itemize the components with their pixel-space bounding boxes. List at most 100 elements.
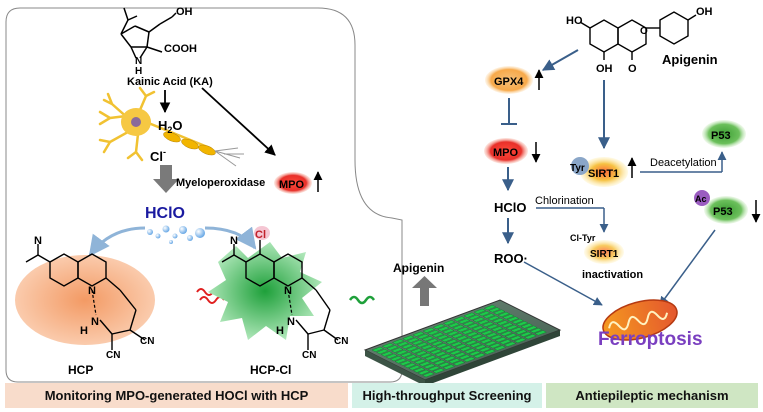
hcpcl-n3: N xyxy=(287,316,295,328)
plate-well xyxy=(473,308,487,314)
plate-well xyxy=(453,352,467,358)
chloride-label: Cl- xyxy=(150,147,166,164)
plate-well xyxy=(408,365,421,371)
plate-well xyxy=(448,358,461,364)
mpo-right-blob xyxy=(484,138,528,164)
plate-well xyxy=(488,307,501,313)
plate-well xyxy=(497,311,511,318)
plate-well xyxy=(495,328,509,334)
plate-well xyxy=(502,314,515,320)
neuron-icon xyxy=(98,86,244,167)
bubbles xyxy=(147,225,205,244)
hclo-left-label: HClO xyxy=(145,205,185,222)
caption-left: Monitoring MPO-generated HOCl with HCP xyxy=(5,383,348,408)
plate-well xyxy=(467,314,481,321)
plate-well xyxy=(427,330,440,336)
plate-well xyxy=(471,325,485,331)
plate-well xyxy=(390,347,404,353)
plate-well xyxy=(503,341,517,347)
ac-label: Ac xyxy=(695,194,707,204)
plate-well xyxy=(454,343,468,350)
plate-well xyxy=(520,323,534,329)
hcp-n2: N xyxy=(88,285,96,297)
hcpcl-label: HCP-Cl xyxy=(250,363,291,377)
plate-well xyxy=(519,331,533,337)
p53-top-blob xyxy=(702,120,746,148)
plate-well xyxy=(510,327,523,333)
plate-well xyxy=(422,327,436,333)
plate-well xyxy=(449,349,462,356)
mitochondrion-icon xyxy=(602,299,678,341)
plate-well xyxy=(524,334,537,340)
plate-well xyxy=(415,342,429,348)
plate-well xyxy=(478,346,492,353)
plate-well xyxy=(402,335,415,341)
apigenin-to-gpx4-arrow xyxy=(541,49,579,71)
plate-well xyxy=(395,349,409,356)
plate-well xyxy=(463,312,476,318)
plate-well xyxy=(437,326,450,332)
plate-well xyxy=(431,332,445,338)
hcpcl-n2: N xyxy=(284,285,292,297)
hcpcl-h: H xyxy=(276,325,284,337)
plate-well xyxy=(421,336,435,342)
inactivation-label: inactivation xyxy=(582,269,643,281)
plate-well xyxy=(420,344,434,350)
plate-well xyxy=(513,337,527,344)
plate-well xyxy=(466,323,480,329)
plate-well xyxy=(525,325,538,331)
plate-well xyxy=(462,356,476,363)
apigenin-carbonyl: O xyxy=(628,63,637,75)
plate-well xyxy=(494,337,508,343)
plate-well xyxy=(371,346,385,352)
plate-well xyxy=(439,345,453,351)
hclo-right-label: HClO xyxy=(494,200,527,215)
plate-well xyxy=(473,353,486,359)
hcp-n3: N xyxy=(91,316,99,328)
plate-well xyxy=(433,359,446,366)
plate-well xyxy=(412,367,426,373)
sirt1-inactive-blob xyxy=(584,240,624,264)
ka-n: N xyxy=(135,56,142,67)
plate-well xyxy=(380,351,394,357)
plate-well xyxy=(468,350,482,356)
plate-well xyxy=(396,341,410,347)
plate-well xyxy=(474,344,487,350)
hcp-cn2: CN xyxy=(140,336,154,347)
apigenin-ho: HO xyxy=(566,15,583,27)
plate-well xyxy=(459,346,472,352)
plate-well xyxy=(483,304,497,311)
plate-well xyxy=(427,365,441,372)
hcpcl-cl: Cl xyxy=(255,229,266,241)
plate-well xyxy=(488,343,502,349)
plate-well xyxy=(451,333,464,339)
ka-to-mpo-arrow xyxy=(201,87,276,156)
roo-to-ferroptosis-arrow xyxy=(523,261,603,306)
cl-highlight xyxy=(254,226,270,240)
plate-well xyxy=(424,355,437,361)
green-squiggle xyxy=(348,295,376,305)
plate-well xyxy=(452,360,466,366)
plate-well xyxy=(456,327,470,333)
hcp-n1: N xyxy=(34,235,42,247)
plate-well xyxy=(479,338,493,344)
plate-well xyxy=(483,349,496,355)
caption-middle: High-throughput Screening xyxy=(352,383,542,408)
plate-well xyxy=(472,317,486,323)
plate-well xyxy=(417,369,431,375)
plate-well xyxy=(493,345,507,351)
plate-well xyxy=(400,352,413,358)
p53-bottom-label: P53 xyxy=(713,206,733,218)
hcp-h: H xyxy=(80,325,88,337)
plate-well xyxy=(452,324,465,330)
plate-well xyxy=(429,349,443,355)
ka-h: H xyxy=(135,66,142,77)
gpx4-inhibits-mpo xyxy=(501,98,517,125)
plate-well xyxy=(485,332,498,338)
plate-well xyxy=(461,329,474,335)
plate-well xyxy=(445,339,459,345)
apigenin-label: Apigenin xyxy=(662,52,718,67)
plate-well xyxy=(413,359,427,365)
plate-well xyxy=(484,340,497,347)
plate-well xyxy=(438,353,452,359)
